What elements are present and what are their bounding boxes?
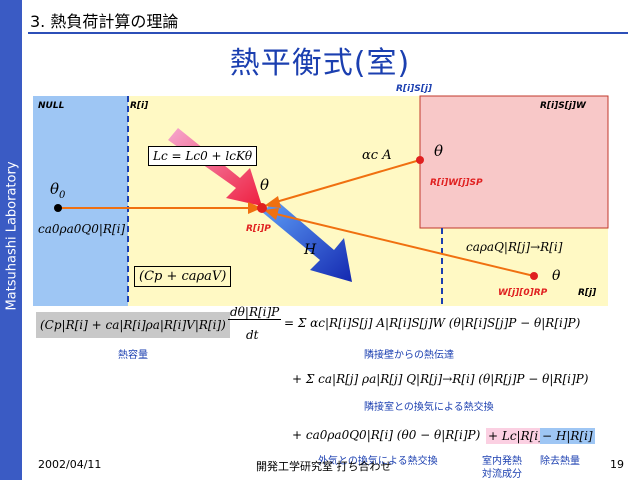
wall-transfer-term: = Σ αc|R[i]S[j] A|R[i]S[j]W (θ|R[i]S[j]P… xyxy=(284,316,581,330)
derivative-denominator: dt xyxy=(246,328,259,342)
theta-wall-symbol: θ xyxy=(434,142,444,160)
room-point-label: R[i]P xyxy=(246,224,271,234)
removed-heat-note: 除去熱量 xyxy=(540,456,580,467)
exchange-flow-arrowhead xyxy=(264,208,279,220)
capacity-note: 熱容量 xyxy=(118,350,148,361)
internal-heat-term: + Lc|R[i] xyxy=(486,428,545,444)
internal-heat-note-line2: 対流成分 xyxy=(482,469,522,480)
room-label: R[i] xyxy=(130,101,149,111)
internal-heat-equation: Lc = Lc0 + lcKθ xyxy=(148,146,258,166)
wall-flow-line xyxy=(275,159,421,203)
wall-region xyxy=(419,95,609,229)
removed-heat-arrow xyxy=(262,200,352,282)
header-divider xyxy=(28,32,628,34)
section-title: 3. 熱負荷計算の理論 xyxy=(30,12,179,31)
outdoor-node xyxy=(54,204,62,212)
theta0-symbol: θ0 xyxy=(50,180,66,201)
wall-label: R[i]S[j]W xyxy=(540,101,586,111)
wall-point-label: R[i]W[j]SP xyxy=(430,178,483,188)
adjacent-room-node xyxy=(530,272,538,280)
room-capacity-term: (Cp + caρaV) xyxy=(134,266,232,287)
exchange-flow-term: caρaQ|R[j]→R[i] xyxy=(466,240,563,254)
adjacent-point-label: W[j][0]RP xyxy=(498,288,548,298)
outdoor-exchange-term: + ca0ρa0Q0|R[i] (θ0 − θ|R[i]P) xyxy=(292,428,481,442)
removed-heat-term: − H|R[i] xyxy=(540,428,595,444)
wall-transfer-coefficient: αc A xyxy=(362,148,392,163)
wall-transfer-note: 隣接壁からの熱伝達 xyxy=(364,350,454,361)
room-exchange-term: + Σ ca|R[j] ρa|R[j] Q|R[j]→R[i] (θ|R[j]P… xyxy=(292,372,589,386)
removed-heat-symbol: H xyxy=(304,242,317,258)
outdoor-region xyxy=(33,96,128,306)
footer-date: 2002/04/11 xyxy=(38,458,102,471)
adjacent-room-label: R[j] xyxy=(578,288,597,298)
outdoor-flow-arrowhead xyxy=(248,202,262,214)
wall-surface-label: R[i]S[j] xyxy=(396,84,433,94)
internal-heat-note-line1: 室内発熱 xyxy=(482,456,522,467)
wall-node xyxy=(416,156,424,164)
theta-adjacent-symbol: θ xyxy=(552,268,561,284)
theta-room-symbol: θ xyxy=(260,176,270,194)
footer-organization: 開発工学研究室 打ち合わせ xyxy=(256,460,392,473)
exchange-flow-line xyxy=(275,213,535,277)
slide-title: 熱平衡式(室) xyxy=(229,46,411,81)
capacity-term: (Cp|R[i] + ca|R[i]ρa|R[i]V|R[i]) xyxy=(36,312,230,338)
outdoor-exchange-note: 外気との換気による熱交換 xyxy=(318,456,438,467)
room-node xyxy=(257,203,267,213)
outdoor-flow-term: ca0ρa0Q0|R[i] xyxy=(38,222,126,236)
sidebar-band: Matsuhashi Laboratory xyxy=(0,0,22,480)
room-exchange-note: 隣接室との換気による熱交換 xyxy=(364,402,494,413)
derivative-numerator: dθ|R[i]P xyxy=(228,305,282,320)
null-label: NULL xyxy=(38,101,65,111)
page-number: 19 xyxy=(610,458,624,471)
wall-flow-arrowhead xyxy=(264,196,281,208)
